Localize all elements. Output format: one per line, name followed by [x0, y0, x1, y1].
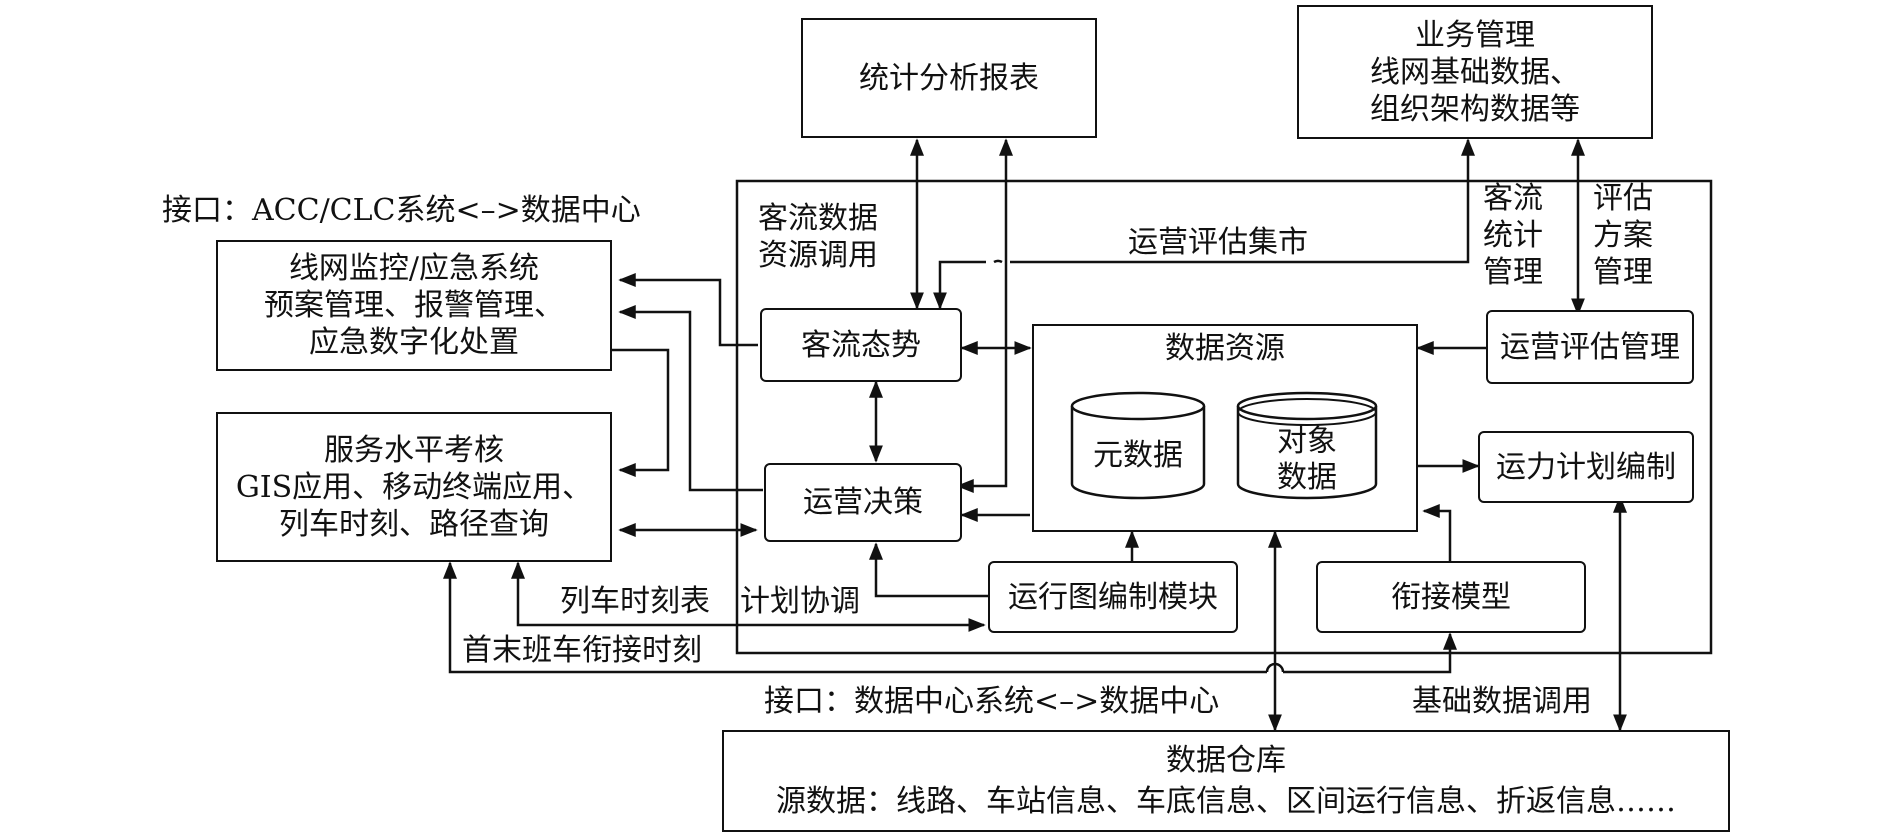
metadata-cylinder-icon: [1070, 391, 1206, 500]
business-mgmt-line1: 线网基础数据、: [1370, 54, 1580, 90]
arrow-decision-monitor: [618, 305, 763, 492]
passenger-flow-situation-box: 客流态势: [760, 308, 962, 382]
arrow-report-decision: [956, 138, 1013, 493]
eval-mart-label: 运营评估集市: [1128, 225, 1308, 260]
interface-acc-label: 接口：ACC/CLC系统<–>数据中心: [162, 193, 641, 228]
network-monitor-line2: 应急数字化处置: [309, 325, 519, 360]
network-monitor-title: 线网监控/应急系统: [288, 251, 540, 286]
interface-dc-label: 接口：数据中心系统<–>数据中心: [764, 684, 1220, 719]
data-resources-box: 数据资源: [1032, 324, 1418, 532]
plan-coord-label: 计划协调: [740, 584, 860, 619]
operation-decision-box: 运营决策: [764, 463, 962, 542]
data-warehouse-box: 数据仓库 源数据：线路、车站信息、车底信息、区间运行信息、折返信息……: [722, 730, 1730, 832]
passenger-flow-situation-label: 客流态势: [801, 327, 921, 363]
arrow-monitor-service: [612, 348, 670, 477]
operation-eval-mgmt-box: 运营评估管理: [1486, 310, 1694, 384]
platform-frame: [735, 179, 1713, 655]
arrow-model-resources: [1422, 504, 1452, 561]
network-monitor-box: 线网监控/应急系统 预案管理、报警管理、 应急数字化处置: [216, 240, 612, 371]
eval-plan-mgmt-label: 评估 方案 管理: [1593, 181, 1653, 290]
business-mgmt-box: 业务管理 线网基础数据、 组织架构数据等: [1297, 5, 1653, 139]
source-data-label: 源数据：线路、车站信息、车底信息、区间运行信息、折返信息……: [776, 784, 1676, 819]
connection-model-label: 衔接模型: [1391, 579, 1511, 615]
business-mgmt-title: 业务管理: [1415, 17, 1535, 53]
object-data-line1: 对象: [1277, 424, 1337, 459]
diagram-module-label: 运行图编制模块: [1008, 579, 1218, 615]
service-level-line2: 列车时刻、路径查询: [279, 506, 549, 542]
service-level-box: 服务水平考核 GIS应用、移动终端应用、 列车时刻、路径查询: [216, 412, 612, 562]
operation-decision-label: 运营决策: [803, 485, 923, 520]
service-level-line1: GIS应用、移动终端应用、: [235, 469, 593, 505]
object-data-line2: 数据: [1277, 460, 1337, 495]
service-level-title: 服务水平考核: [324, 432, 504, 468]
object-data-cylinder-icon: [1236, 391, 1378, 500]
connection-model-box: 衔接模型: [1316, 561, 1586, 633]
capacity-planning-label: 运力计划编制: [1496, 449, 1676, 485]
arrow-timetable: [511, 561, 986, 632]
metadata-label: 元数据: [1093, 438, 1183, 473]
operation-eval-mgmt-label: 运营评估管理: [1500, 329, 1680, 365]
data-resources-label: 数据资源: [1165, 331, 1285, 366]
data-warehouse-title: 数据仓库: [1166, 743, 1286, 778]
first-last-label: 首末班车衔接时刻: [462, 633, 702, 668]
network-monitor-line1: 预案管理、报警管理、: [264, 288, 564, 323]
arrow-business-mart: [1010, 138, 1475, 264]
timetable-label: 列车时刻表: [560, 584, 710, 619]
business-mgmt-line2: 组织架构数据等: [1370, 91, 1580, 127]
arrow-firstlast: [1283, 632, 1457, 674]
diagram-module-box: 运行图编制模块: [988, 561, 1238, 633]
arrow-situation-monitor: [618, 273, 758, 347]
pf-stats-mgmt-label: 客流 统计 管理: [1483, 181, 1543, 290]
capacity-planning-box: 运力计划编制: [1478, 431, 1694, 503]
pf-data-call-label: 客流数据 资源调用: [758, 201, 878, 273]
stats-report-box: 统计分析报表: [801, 18, 1097, 138]
arrow-module-decision: [869, 542, 988, 598]
stats-report-label: 统计分析报表: [859, 60, 1039, 96]
object-data-label: 对象 数据: [1234, 424, 1380, 496]
base-data-call-label: 基础数据调用: [1412, 684, 1592, 719]
